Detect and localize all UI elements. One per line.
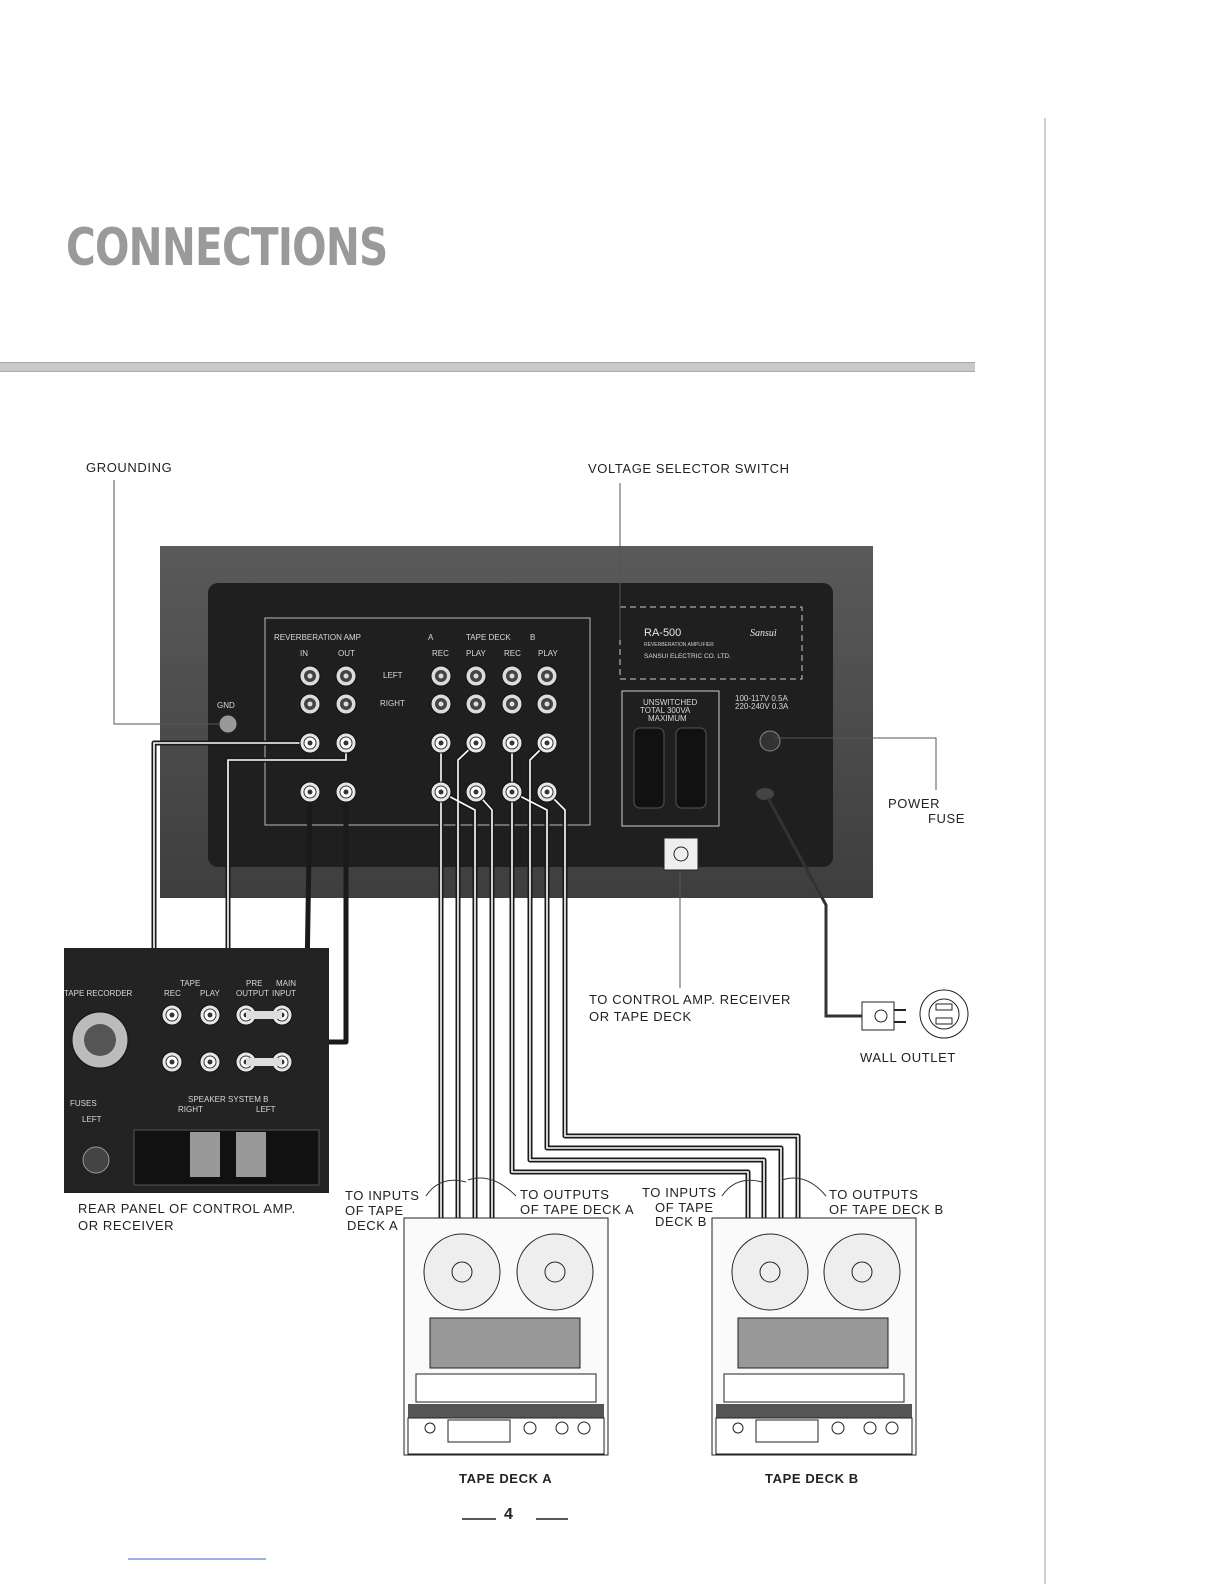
deck-b-mark: B <box>530 633 535 642</box>
to-outputs-a-1: TO OUTPUTS <box>520 1187 610 1202</box>
out-label: OUT <box>338 649 355 658</box>
speaker-terminal-right <box>190 1132 220 1177</box>
page-title: CONNECTIONS <box>66 218 388 278</box>
fuses-left-label: LEFT <box>82 1115 102 1124</box>
tape-deck-a-illustration <box>403 1217 609 1456</box>
brand-label: Sansui <box>750 628 777 639</box>
model-label: RA-500 <box>644 627 681 639</box>
outlet-socket-2 <box>675 727 707 809</box>
wall-outlet-icon <box>919 989 969 1039</box>
title-rule <box>0 362 975 372</box>
power-cord <box>766 797 906 1031</box>
page-edge <box>1044 118 1046 1584</box>
reverb-amp-label: REVERBERATION AMP <box>274 633 361 642</box>
left-label: LEFT <box>383 671 403 680</box>
speaker-terminal-block <box>133 1129 320 1186</box>
tape-deck-a-label: TAPE DECK A <box>459 1471 553 1486</box>
to-control-amp-label-2: OR TAPE DECK <box>589 1009 692 1024</box>
grounding-label: GROUNDING <box>86 460 173 475</box>
tape-deck-b-illustration <box>711 1217 917 1456</box>
to-inputs-b-1: TO INPUTS <box>642 1185 717 1200</box>
fuse-holder[interactable] <box>759 730 781 752</box>
play-a-label: PLAY <box>466 649 487 658</box>
outlet-frame <box>621 690 720 827</box>
deck-brackets <box>425 1177 827 1197</box>
jack-field-frame <box>264 617 591 826</box>
power-cord-exit <box>756 788 774 800</box>
to-inputs-b-3: DECK B <box>655 1214 708 1229</box>
to-outputs-b-1: TO OUTPUTS <box>829 1187 919 1202</box>
play-label: PLAY <box>200 989 221 998</box>
gnd-label: GND <box>217 701 235 710</box>
in-label: IN <box>300 649 308 658</box>
maker-label: SANSUI ELECTRIC CO. LTD. <box>644 653 731 660</box>
fuses-label: FUSES <box>70 1099 97 1108</box>
to-inputs-a-1: TO INPUTS <box>345 1188 420 1203</box>
rear-panel-label-2: OR RECEIVER <box>78 1218 175 1233</box>
fuse-rating-2: 220-240V 0.3A <box>735 702 789 711</box>
input-label: INPUT <box>272 989 296 998</box>
rec-a-label: REC <box>432 649 449 658</box>
rec-label: REC <box>164 989 181 998</box>
pre-label: PRE <box>246 979 262 988</box>
pre-main-jumper-2 <box>246 1058 282 1066</box>
cable-highlights <box>153 742 799 1218</box>
to-inputs-b-2: OF TAPE <box>655 1200 714 1215</box>
main-label: MAIN <box>276 979 296 988</box>
leader-lines <box>113 480 937 988</box>
to-control-amp-label-1: TO CONTROL AMP. RECEIVER <box>589 992 791 1007</box>
rec-b-label: REC <box>504 649 521 658</box>
tape-recorder-label: TAPE RECORDER <box>64 989 133 998</box>
to-inputs-a-2: OF TAPE <box>345 1203 404 1218</box>
fuse-label: FUSE <box>928 811 966 826</box>
page-number: 4 <box>504 1506 513 1523</box>
to-outputs-a-2: OF TAPE DECK A <box>520 1202 635 1217</box>
deck-a-mark: A <box>428 633 434 642</box>
power-label: POWER <box>888 796 941 811</box>
play-b-label: PLAY <box>538 649 559 658</box>
tape-deck-label: TAPE DECK <box>466 633 511 642</box>
spk-left-label: LEFT <box>256 1105 276 1114</box>
rear-panel-label-1: REAR PANEL OF CONTROL AMP. <box>78 1201 296 1216</box>
unswitched-1: UNSWITCHED <box>643 698 697 707</box>
unswitched-3: MAXIMUM <box>648 714 687 723</box>
nameplate <box>619 606 803 680</box>
model-desc: REVERBERATION AMPLIFIER <box>644 642 714 648</box>
outlet-socket-1 <box>633 727 665 809</box>
unswitched-2: TOTAL 300VA <box>640 706 691 715</box>
right-label: RIGHT <box>380 699 405 708</box>
output-label: OUTPUT <box>236 989 269 998</box>
wall-outlet-label: WALL OUTLET <box>860 1050 956 1065</box>
tape-label: TAPE <box>180 979 200 988</box>
to-inputs-a-3: DECK A <box>347 1218 399 1233</box>
spk-right-label: RIGHT <box>178 1105 203 1114</box>
ac-plug <box>663 828 699 871</box>
pre-main-jumper-1 <box>246 1011 282 1019</box>
to-outputs-b-2: OF TAPE DECK B <box>829 1202 944 1217</box>
speaker-terminal-left <box>236 1132 266 1177</box>
fuse-rating-1: 100-117V 0.5A <box>735 694 788 703</box>
speaker-system-label: SPEAKER SYSTEM B <box>188 1095 268 1104</box>
voltage-selector-label: VOLTAGE SELECTOR SWITCH <box>588 461 790 476</box>
receiver-fuse <box>82 1146 110 1174</box>
tape-deck-b-label: TAPE DECK B <box>765 1471 859 1486</box>
amp-rear-panel <box>208 583 833 867</box>
gnd-terminal[interactable] <box>218 714 238 734</box>
